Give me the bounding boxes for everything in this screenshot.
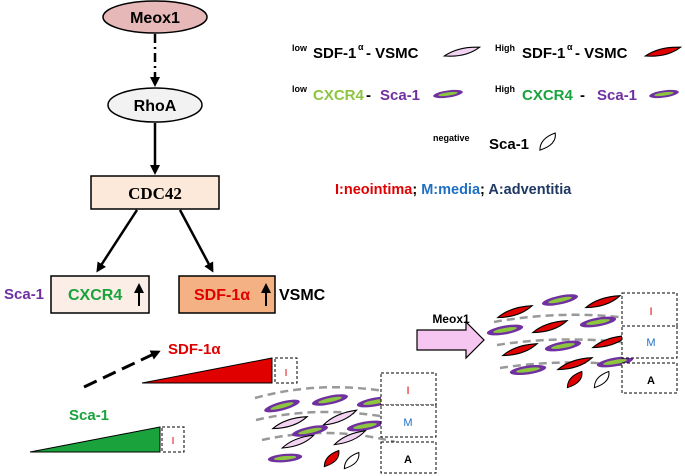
sca1-gradient-label: Sca-1 [69,407,109,424]
svg-text:A: A [647,375,655,387]
cdc42-node: CDC42 [90,175,220,210]
vessel-before-layer-labels: I M A [380,372,437,474]
cdc42-label: CDC42 [128,184,182,203]
svg-text:I: I [285,368,288,379]
vessel-wall-before [254,385,396,470]
svg-text:SDF-1: SDF-1 [313,45,356,62]
svg-text:negative: negative [433,133,470,143]
svg-text:α: α [358,42,364,52]
svg-text:- VSMC: - VSMC [366,45,419,62]
gradient-box-i [274,357,298,384]
sdf1a-node: SDF-1α [178,275,276,314]
sdf1a-gradient-wedge [141,357,273,384]
layers-key: I:neointima; M:media; A:adventitia [335,182,572,198]
svg-text:CXCR4: CXCR4 [313,87,365,104]
gradient-box-i [161,426,185,453]
rhoa-node: RhoA [107,87,203,123]
svg-text:Sca-1: Sca-1 [489,136,529,153]
legend-low-sdf1a-vsmc: low SDF-1 α - VSMC [292,42,481,62]
pink-cell-icon [443,46,481,57]
legend-high-sdf1a-vsmc: High SDF-1 α - VSMC [495,42,682,62]
meox1-node: Meox1 [102,0,208,34]
svg-text:-: - [580,87,585,104]
vessel-after-layer-labels: I M A [621,292,678,394]
svg-text:low: low [292,84,308,94]
svg-text:SDF-1: SDF-1 [522,45,565,62]
sdf1a-gradient-label: SDF-1α [168,341,221,358]
legend-negative-sca1: negative Sca-1 [433,132,556,153]
sca1-label: Sca-1 [4,286,44,303]
dashed-arrow [83,350,161,389]
rhoa-label: RhoA [134,98,177,115]
svg-text:High: High [495,84,515,94]
svg-text:α: α [567,42,573,52]
svg-text:Sca-1: Sca-1 [597,87,637,104]
cxcr4-label: CXCR4 [68,287,122,304]
arrow-cdc42-sdf1a [178,209,214,273]
arrow-cdc42-cxcr4 [96,209,139,273]
vessel-wall-after [486,291,634,389]
svg-text:low: low [292,43,308,53]
svg-text:I: I [649,306,652,318]
svg-text:-: - [366,87,371,104]
svg-text:CXCR4: CXCR4 [522,87,574,104]
red-cell-icon [644,46,682,57]
svg-text:- VSMC: - VSMC [575,45,628,62]
sca1-gradient-wedge [29,426,161,453]
svg-text:High: High [495,43,515,53]
svg-text:M: M [646,337,655,349]
legend-high-cxcr4-sca1: High CXCR4 - Sca-1 [495,84,680,104]
svg-text:A: A [404,454,412,466]
svg-text:Meox1: Meox1 [432,312,470,326]
sdf1a-label: SDF-1α [194,287,250,304]
svg-text:I: I [406,385,409,397]
meox1-label: Meox1 [130,10,180,27]
cxcr4-node: CXCR4 [50,275,150,314]
purple-green-cell-icon [432,88,464,100]
svg-text:I: I [172,436,175,447]
white-cell-icon [539,132,556,151]
vsmc-label: VSMC [279,287,326,304]
legend-low-cxcr4-sca1: low CXCR4 - Sca-1 [292,84,464,104]
meox1-treatment-arrow: Meox1 [416,312,485,360]
svg-text:Sca-1: Sca-1 [380,87,420,104]
svg-text:M: M [403,417,412,429]
purple-green-cell-icon [648,88,680,100]
